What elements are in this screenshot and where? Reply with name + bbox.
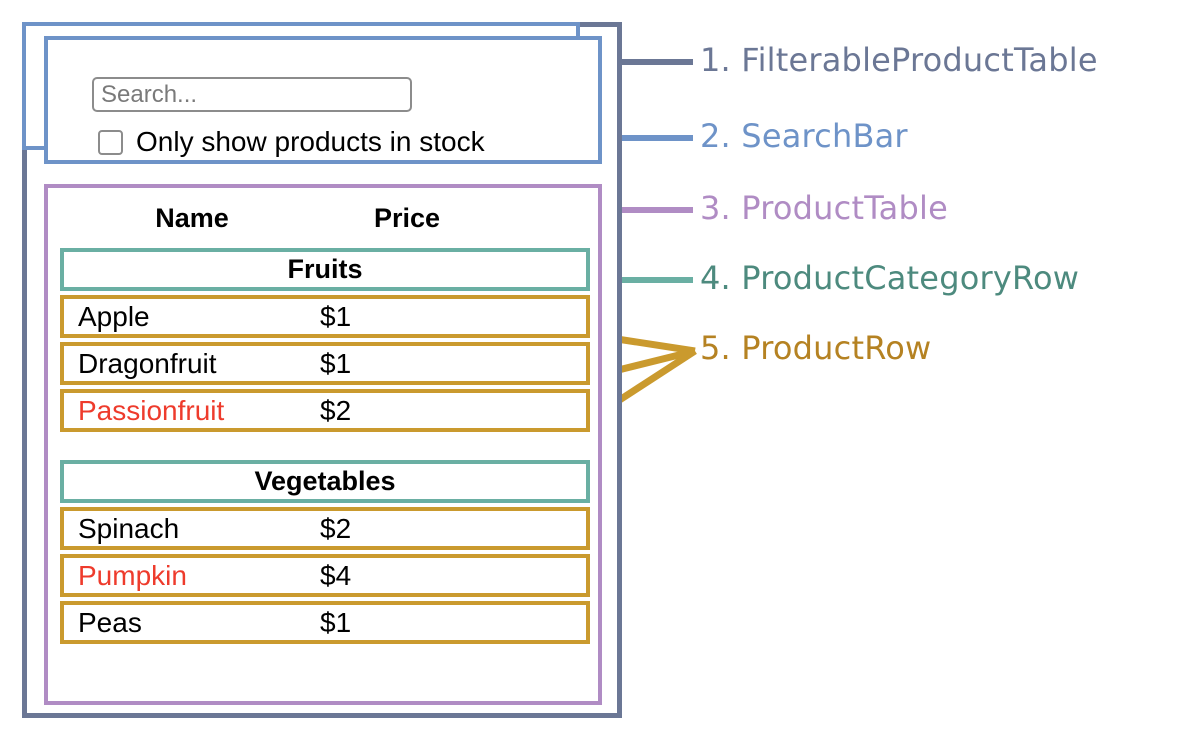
product-row: Pumpkin $4: [60, 554, 590, 597]
category-spacer: [60, 436, 590, 460]
product-category-row: Vegetables: [60, 460, 590, 503]
product-price: $1: [320, 606, 352, 638]
product-name-out-of-stock: Passionfruit: [78, 394, 225, 426]
product-table-rows: Fruits Apple $1 Dragonfruit $1 Passionfr…: [60, 248, 590, 648]
checkbox-unchecked-icon[interactable]: [98, 129, 123, 155]
product-row: Peas $1: [60, 601, 590, 644]
in-stock-checkbox-row[interactable]: Only show products in stock: [98, 128, 485, 156]
product-price: $4: [320, 559, 352, 591]
in-stock-checkbox-label: Only show products in stock: [136, 126, 485, 157]
product-price: $1: [320, 347, 352, 379]
legend-label-product-category-row: 4. ProductCategoryRow: [700, 259, 1080, 297]
product-row: Dragonfruit $1: [60, 342, 590, 385]
product-row: Passionfruit $2: [60, 389, 590, 432]
legend-label-product-table: 3. ProductTable: [700, 189, 948, 227]
product-category-label: Fruits: [287, 254, 363, 284]
product-price: $2: [320, 512, 352, 544]
product-name: Dragonfruit: [78, 347, 217, 379]
search-input[interactable]: Search...: [92, 77, 412, 112]
product-row: Spinach $2: [60, 507, 590, 550]
legend-label-product-row: 5. ProductRow: [700, 329, 932, 367]
column-header-price: Price: [373, 202, 441, 233]
product-name: Spinach: [78, 512, 180, 544]
product-name-out-of-stock: Pumpkin: [78, 559, 187, 591]
column-header-name: Name: [155, 202, 229, 233]
product-category-label: Vegetables: [254, 466, 396, 496]
product-name: Peas: [78, 606, 142, 638]
product-table-header: Name Price: [52, 196, 602, 240]
legend-label-search-bar: 2. SearchBar: [700, 117, 908, 155]
search-bar-box: Search... Only show products in stock: [44, 36, 602, 164]
product-name: Apple: [78, 300, 150, 332]
product-table-box: Name Price Fruits Apple $1 Dragonfruit $…: [44, 184, 602, 705]
product-price: $1: [320, 300, 352, 332]
product-price: $2: [320, 394, 352, 426]
legend-label-filterable-product-table: 1. FilterableProductTable: [700, 41, 1098, 79]
product-row: Apple $1: [60, 295, 590, 338]
product-category-row: Fruits: [60, 248, 590, 291]
